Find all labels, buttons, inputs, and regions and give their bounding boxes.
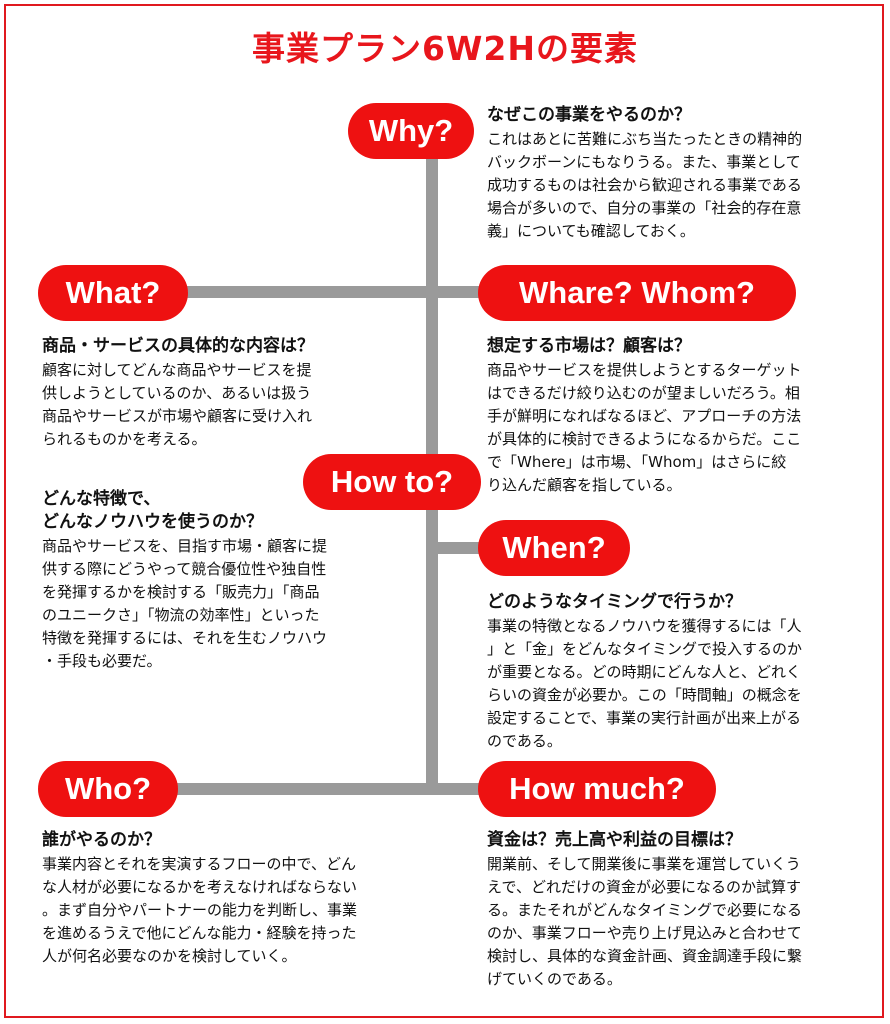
when-heading: どのようなタイミングで行うか？	[487, 592, 742, 612]
where-whom-body: 商品やサービスを提供しようとするターゲット はできるだけ絞り込むのが望ましいだろ…	[487, 361, 802, 494]
what-where-branch-line	[170, 286, 510, 298]
where-whom-text: 想定する市場は？顧客は？ 商品やサービスを提供しようとするターゲット はできるだ…	[487, 335, 859, 497]
what-body: 顧客に対してどんな商品やサービスを提 供しようとしているのか、あるいは扱う 商品…	[42, 361, 313, 448]
what-pill: What?	[38, 265, 188, 321]
how-much-body: 開業前、そして開業後に事業を運営していくう えで、どれだけの資金が必要になるのか…	[487, 855, 803, 988]
how-to-heading: どんな特徴で、 どんなノウハウを使うのか？	[42, 489, 263, 532]
diagram-title: 事業プラン6W2Hの要素	[252, 29, 638, 68]
why-heading: なぜこの事業をやるのか？	[487, 105, 691, 125]
how-to-text: どんな特徴で、 どんなノウハウを使うのか？ 商品やサービスを、目指す市場・顧客に…	[42, 488, 382, 673]
who-heading: 誰がやるのか？	[42, 830, 161, 850]
how-to-body: 商品やサービスを、目指す市場・顧客に提 供する際にどうやって競合優位性や独自性 …	[42, 537, 328, 670]
why-pill: Why?	[348, 103, 474, 159]
how-much-pill: How much?	[478, 761, 716, 817]
when-text: どのようなタイミングで行うか？ 事業の特徴となるノウハウを獲得するには「人 」と…	[487, 591, 859, 753]
how-much-text: 資金は？売上高や利益の目標は？ 開業前、そして開業後に事業を運営していくう えで…	[487, 829, 859, 991]
where-whom-pill: Whare? Whom?	[478, 265, 796, 321]
diagram-frame	[4, 4, 884, 1018]
where-whom-heading: 想定する市場は？顧客は？	[487, 336, 691, 356]
who-pill: Who?	[38, 761, 178, 817]
what-heading: 商品・サービスの具体的な内容は？	[42, 336, 314, 356]
what-text: 商品・サービスの具体的な内容は？ 顧客に対してどんな商品やサービスを提 供しよう…	[42, 335, 382, 451]
who-text: 誰がやるのか？ 事業内容とそれを実演するフローの中で、どん な人材が必要になるか…	[42, 829, 414, 968]
why-body: これはあとに苦難にぶち当たったときの精神的 バックボーンにもなりうる。また、事業…	[487, 130, 803, 240]
why-text: なぜこの事業をやるのか？ これはあとに苦難にぶち当たったときの精神的 バックボー…	[487, 104, 859, 243]
how-to-pill: How to?	[303, 454, 481, 510]
when-pill: When?	[478, 520, 630, 576]
who-howmuch-branch-line	[170, 783, 510, 795]
when-body: 事業の特徴となるノウハウを獲得するには「人 」と「金」をどんなタイミングで投入す…	[487, 617, 803, 750]
who-body: 事業内容とそれを実演するフローの中で、どん な人材が必要になるかを考えなければな…	[42, 855, 358, 965]
how-much-heading: 資金は？売上高や利益の目標は？	[487, 830, 742, 850]
main-trunk-line	[426, 118, 438, 788]
